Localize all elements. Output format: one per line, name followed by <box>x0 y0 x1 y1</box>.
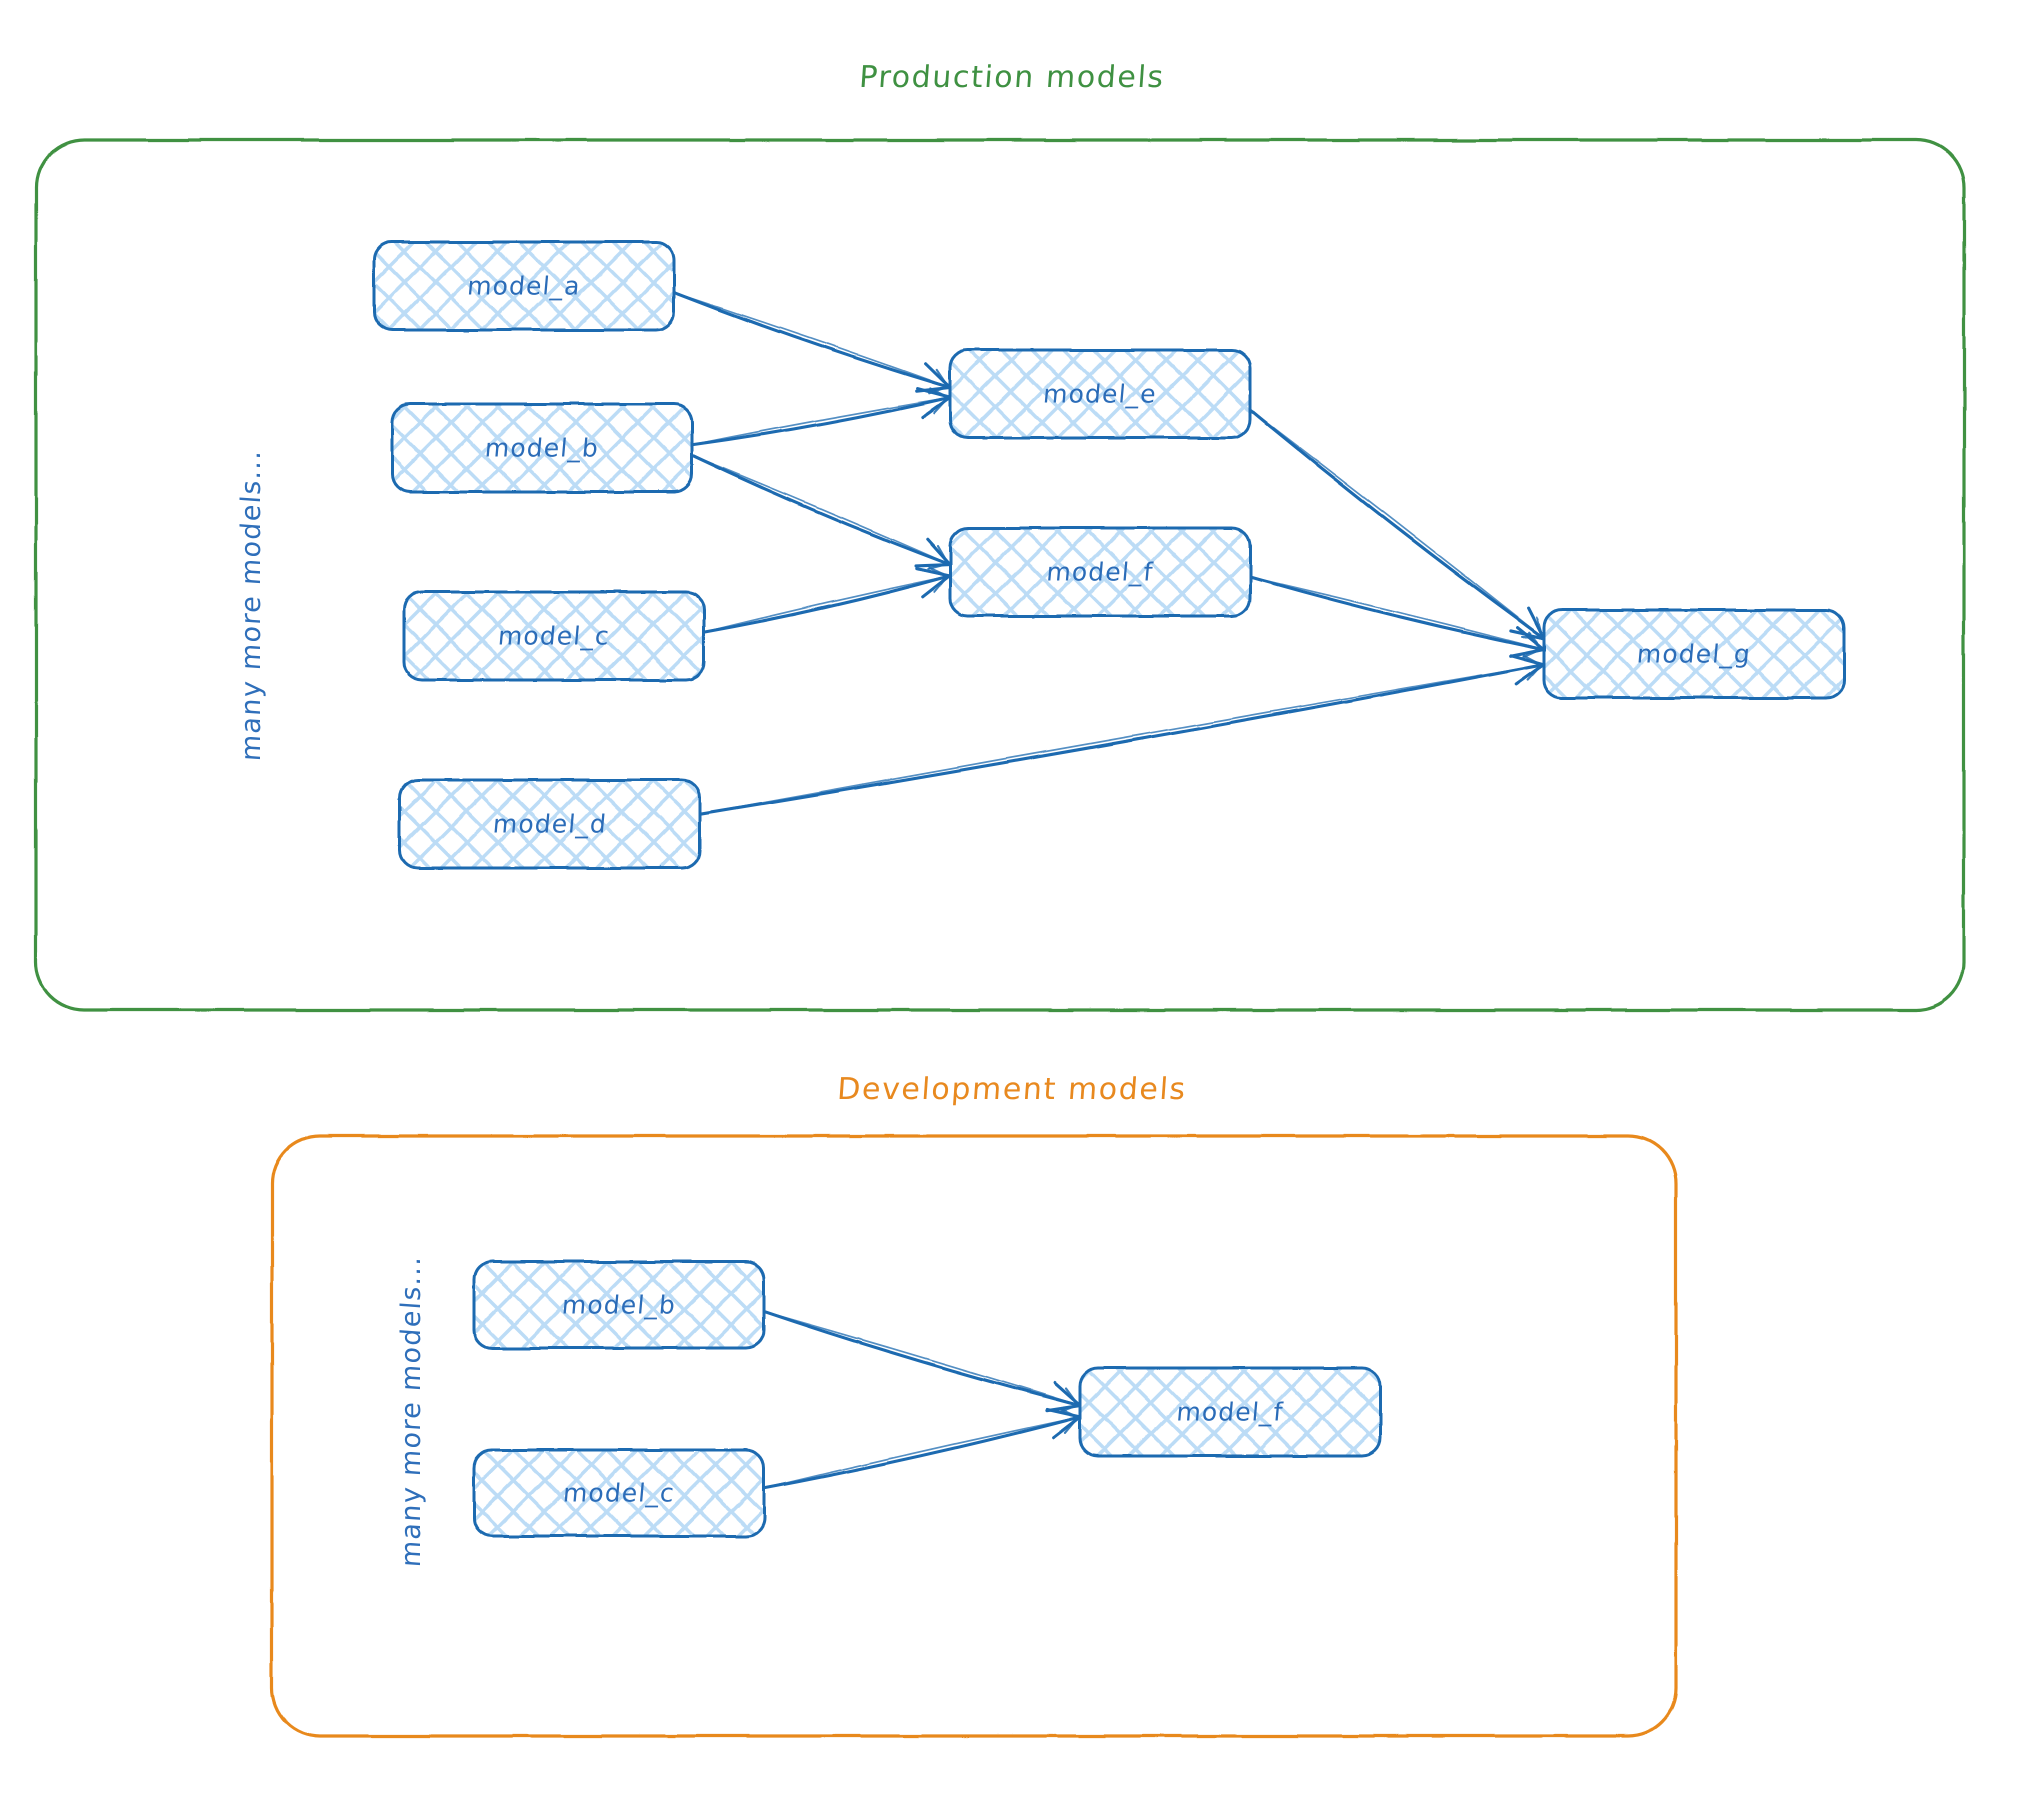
group-frames <box>34 138 1966 1738</box>
edge-dev_model_c-to-dev_model_f <box>762 1407 1082 1490</box>
node-box[interactable] <box>1078 1366 1382 1458</box>
edge-prod_model_a-to-prod_model_e <box>672 290 952 395</box>
node-box[interactable] <box>390 402 694 494</box>
edges <box>672 290 1546 1490</box>
edge-prod_model_c-to-prod_model_f <box>702 566 952 634</box>
edge-prod_model_d-to-prod_model_g <box>698 653 1546 816</box>
edge-prod_model_e-to-prod_model_g <box>1248 408 1546 640</box>
node-prod_model_b[interactable] <box>390 402 694 494</box>
node-prod_model_e[interactable] <box>948 348 1252 440</box>
node-dev_model_f[interactable] <box>1078 1366 1382 1458</box>
node-box[interactable] <box>472 1448 766 1538</box>
node-dev_model_b[interactable] <box>472 1260 766 1350</box>
node-prod_model_a[interactable] <box>372 240 676 332</box>
node-box[interactable] <box>398 778 702 870</box>
development-frame <box>270 1134 1678 1738</box>
node-prod_model_c[interactable] <box>402 590 706 682</box>
node-box[interactable] <box>948 348 1252 440</box>
development-side-label: many more models... <box>396 1254 427 1569</box>
edge-prod_model_b-to-prod_model_f <box>690 453 952 570</box>
node-prod_model_f[interactable] <box>948 526 1252 618</box>
production-group-title: Production models <box>858 60 1166 95</box>
node-box[interactable] <box>372 240 676 332</box>
development-group-title: Development models <box>836 1072 1188 1107</box>
nodes <box>372 240 1846 1538</box>
edge-dev_model_b-to-dev_model_f <box>762 1309 1082 1414</box>
production-side-label: many more models... <box>236 448 267 763</box>
node-prod_model_d[interactable] <box>398 778 702 870</box>
edge-prod_model_f-to-prod_model_g <box>1248 575 1546 658</box>
node-box[interactable] <box>402 590 706 682</box>
production-frame <box>34 138 1966 1012</box>
node-dev_model_c[interactable] <box>472 1448 766 1538</box>
node-box[interactable] <box>948 526 1252 618</box>
node-box[interactable] <box>1542 608 1846 700</box>
edge-prod_model_b-to-prod_model_e <box>690 387 952 447</box>
node-box[interactable] <box>472 1260 766 1350</box>
node-prod_model_g[interactable] <box>1542 608 1846 700</box>
